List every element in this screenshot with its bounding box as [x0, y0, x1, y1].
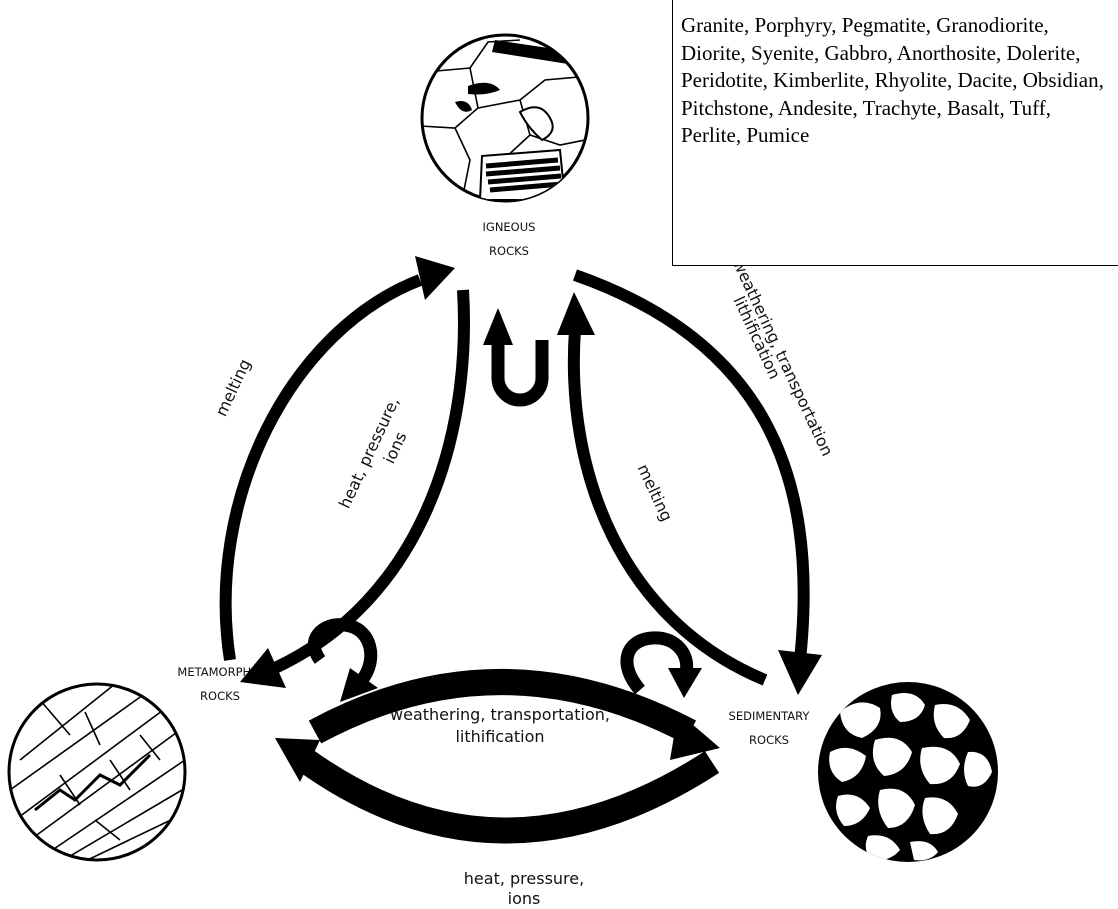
label-weathering-right-line1: weathering, transportation	[729, 256, 837, 459]
arrow-sedimentary-self-loop	[627, 638, 702, 698]
label-melting-left: melting	[212, 356, 255, 419]
igneous-label-line1: IGNEOUS	[483, 220, 536, 234]
metamorphic-rock-illustration	[9, 680, 185, 866]
label-weathering-bottom-line1: weathering, transportation,	[390, 705, 610, 724]
label-heat-pressure-bottom-line1: heat, pressure,	[464, 869, 584, 888]
sedimentary-label-line1: SEDIMENTARY	[729, 709, 811, 723]
arrow-sedimentary-to-metamorphic	[275, 738, 712, 831]
arrow-metamorphic-to-igneous	[226, 256, 455, 660]
rock-types-list: Granite, Porphyry, Pegmatite, Granodiori…	[672, 0, 1118, 266]
arrow-metamorphic-self-loop	[314, 625, 378, 702]
arrow-igneous-self-loop	[483, 308, 542, 400]
label-weathering-bottom-line2: lithification	[455, 727, 544, 746]
label-melting-right: melting	[634, 461, 677, 524]
igneous-label-line2: ROCKS	[489, 244, 529, 258]
igneous-rock-illustration	[420, 35, 595, 201]
sedimentary-rock-illustration	[818, 682, 998, 862]
metamorphic-label-line2: ROCKS	[200, 689, 240, 703]
label-heat-pressure-bottom-line2: ions	[508, 889, 541, 908]
sedimentary-label-line2: ROCKS	[749, 733, 789, 747]
